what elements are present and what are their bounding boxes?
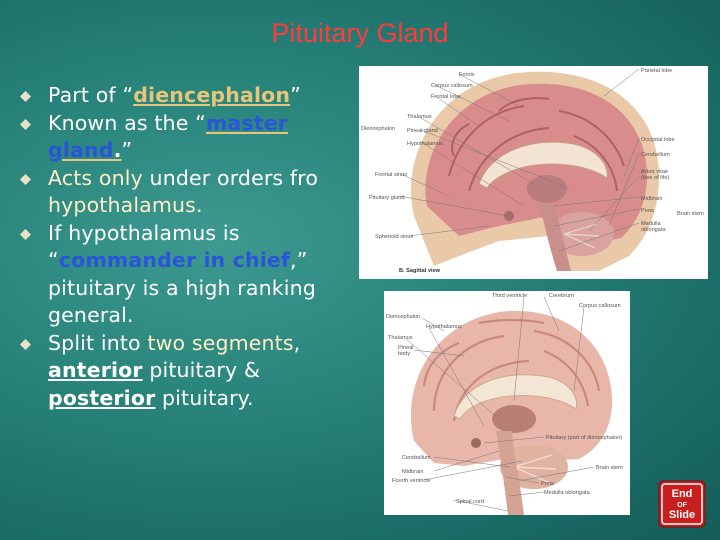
diamond-bullet-icon	[20, 173, 31, 185]
diamond-bullet-icon	[20, 91, 31, 102]
keyword-diencephalon: diencephalon	[133, 83, 291, 107]
label-oblongata: oblongata	[641, 227, 666, 233]
label-corpus-callosum: Corpus callosum	[579, 303, 621, 309]
label-pons: Pons	[641, 208, 654, 214]
label-cerebrum: Cerebrum	[549, 293, 574, 299]
bullet-item: Split into two segments, anterior pituit…	[16, 330, 376, 413]
label-hypothalamus: Hypothalamus	[407, 141, 443, 147]
keyword-commander-in-chief: commander in chief	[58, 248, 291, 272]
label-pons: Pons	[541, 481, 554, 487]
diamond-bullet-icon	[20, 338, 31, 350]
label-frontal-sinus: Frontal sinus	[375, 172, 407, 178]
bullet-text: “	[48, 248, 59, 272]
label-frontal-lobe: Frontal lobe	[431, 94, 461, 100]
gyri-lines	[448, 97, 625, 192]
label-pituitary: Pituitary (part of diencephalon)	[546, 435, 622, 441]
label-hypothalamus: Hypothalamus	[426, 324, 462, 330]
midsagittal-brain-illustration: Third ventricle Cerebrum Corpus callosum…	[386, 293, 623, 515]
label-arbor-vitae: Arbor vitae	[641, 169, 668, 175]
keyword-master: master	[205, 110, 289, 135]
bullet-text: Part of “	[48, 83, 134, 107]
arbor-vitae-lines	[513, 454, 557, 484]
keyword-hypothalamus: hypothalamus.	[48, 193, 203, 217]
label-lines	[398, 68, 640, 252]
label-third-ventricle: Third ventricle	[492, 293, 527, 299]
label-lines	[405, 296, 595, 512]
label-thalamus: Thalamus	[388, 335, 413, 341]
label-midbrain: Midbrain	[402, 469, 423, 475]
label-cerebellum: Cerebellum	[402, 455, 431, 461]
arbor-vitae-lines	[563, 223, 600, 249]
label-brain-stem: Brain stem	[596, 465, 623, 471]
bullet-text: under orders fro	[142, 165, 319, 190]
thalamus-shape	[527, 175, 567, 203]
gyri-lines	[422, 318, 601, 422]
stop-sign-icon	[658, 480, 706, 528]
midsagittal-brain-image: Third ventricle Cerebrum Corpus callosum…	[384, 291, 630, 515]
label-sphenoid-sinus: Sphenoid sinus	[375, 234, 413, 240]
keyword-posterior: posterior	[48, 385, 156, 410]
label-occipital-lobe: Occipital lobe	[641, 137, 675, 143]
keyword-anterior: anterior	[48, 358, 143, 382]
bullet-text: pituitary is a high ranking	[48, 275, 316, 300]
label-midbrain: Midbrain	[641, 196, 662, 202]
bullet-item: If hypothalamus is “commander in chief,”…	[16, 220, 376, 330]
label-medulla-oblongata: Medulla oblongata	[544, 490, 591, 496]
brainstem-shape	[496, 431, 524, 515]
bullet-item: Part of “diencephalon”	[16, 82, 376, 110]
stop-sign-border	[661, 483, 703, 525]
label-pineal-gland: Pineal gland	[407, 128, 438, 134]
sagittal-brain-illustration: Fornix Parietal lobe Corpus callosum Fro…	[361, 68, 704, 274]
bullet-text: ,”	[290, 248, 308, 272]
label-fourth-ventricle: Fourth ventricle	[392, 478, 431, 484]
bullet-text: pituitary.	[155, 385, 254, 410]
keyword-gland: gland	[48, 138, 114, 162]
bullet-list: Part of “diencephalon” Known as the “mas…	[16, 82, 376, 412]
bullet-text: general.	[48, 303, 134, 327]
slide-label: Slide	[669, 509, 695, 521]
bullet-text: Known as the “	[48, 110, 206, 135]
slide-title: Pituitary Gland	[271, 18, 449, 48]
bullet-text: pituitary &	[142, 358, 261, 382]
corpus-callosum-shape	[453, 374, 578, 420]
diamond-bullet-icon	[20, 118, 31, 130]
label-thalamus: Thalamus	[407, 114, 432, 120]
diamond-bullet-icon	[20, 228, 31, 240]
cerebellum-shape	[550, 212, 614, 256]
sagittal-brain-image: Fornix Parietal lobe Corpus callosum Fro…	[359, 66, 708, 279]
label-parietal-lobe: Parietal lobe	[641, 68, 672, 74]
brainstem-shape	[539, 204, 571, 271]
label-pineal: Pineal	[398, 345, 414, 351]
keyword-two-segments: two segments	[147, 330, 294, 355]
label-pineal-body: body	[398, 351, 410, 357]
keyword-acts-only: Acts only	[48, 165, 143, 190]
bullet-text: ,	[293, 330, 301, 355]
bullet-text: ”	[290, 83, 301, 107]
bullet-text: Split into	[48, 330, 148, 355]
label-pituitary-gland: Pituitary gland	[369, 195, 404, 201]
thalamus-shape	[492, 405, 536, 433]
label-corpus-callosum: Corpus callosum	[431, 83, 473, 89]
label-sagittal-caption: B. Sagittal view	[399, 268, 441, 274]
bullet-text: .	[113, 138, 122, 162]
of-label: OF	[677, 502, 687, 509]
label-medulla: Medulla	[641, 221, 661, 227]
label-diencephalon: Diencephalon	[386, 314, 420, 320]
bullet-text: ”	[121, 138, 133, 162]
label-diencephalon: Diencephalon	[361, 126, 395, 132]
pituitary-shape	[471, 438, 481, 448]
end-of-slide-button[interactable]: End OF Slide	[658, 480, 706, 528]
label-brain-stem: Brain stem	[677, 211, 704, 217]
bullet-text: If hypothalamus is	[48, 220, 240, 245]
bullet-item: Acts only under orders fro hypothalamus.	[16, 165, 376, 220]
bullet-item: Known as the “master gland.”	[16, 110, 376, 165]
end-label: End	[672, 488, 693, 500]
corpus-callosum-shape	[478, 141, 608, 189]
label-tree-of-life: (tree of life)	[641, 175, 669, 181]
label-cerebellum: Cerebellum	[641, 152, 670, 158]
label-spinal-cord: Spinal cord	[456, 499, 484, 505]
label-fornix: Fornix	[459, 72, 475, 78]
